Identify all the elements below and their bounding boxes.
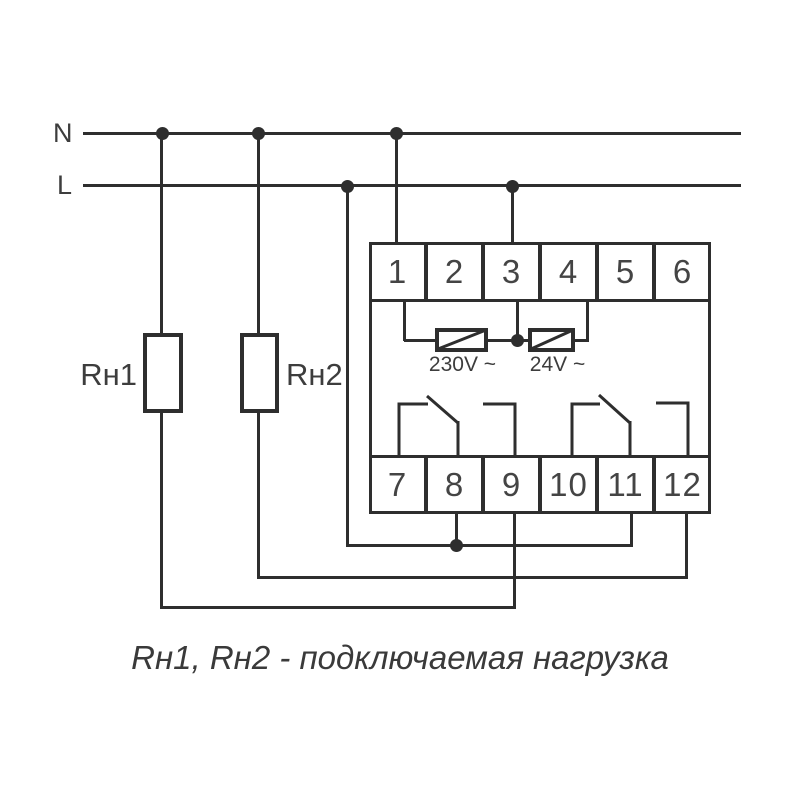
strip-divider bbox=[481, 458, 485, 511]
wire-terminal1-to-coil bbox=[403, 300, 406, 341]
relay2-terminal10-lead bbox=[570, 402, 600, 456]
load-rh2-label: Rн2 bbox=[286, 357, 343, 392]
terminal-cell-6: 6 bbox=[672, 253, 693, 290]
terminal-cell-3: 3 bbox=[501, 253, 522, 290]
wire-n-to-load1 bbox=[160, 132, 163, 335]
neutral-label: N bbox=[53, 118, 73, 148]
terminal-cell-12: 12 bbox=[663, 465, 702, 503]
strip-divider bbox=[652, 458, 656, 511]
terminal-strip-bottom: 7 8 9 10 11 12 bbox=[369, 455, 711, 514]
wire-line-feed-bus bbox=[347, 544, 633, 547]
relay1-terminal9-lead bbox=[483, 402, 517, 456]
terminal-cell-7: 7 bbox=[387, 465, 408, 503]
wire-load2-return-bus bbox=[258, 576, 688, 579]
terminal-cell-5: 5 bbox=[615, 253, 636, 290]
relay1-terminal7-lead bbox=[397, 402, 428, 456]
junction-dot-n-terminal1 bbox=[390, 127, 403, 140]
strip-divider bbox=[538, 458, 542, 511]
wire-load1-down bbox=[160, 411, 163, 609]
relay1-contact-blade bbox=[426, 394, 459, 425]
terminal-cell-4: 4 bbox=[558, 253, 579, 290]
wire-n-to-terminal1 bbox=[395, 132, 398, 244]
terminal-cell-11: 11 bbox=[607, 465, 644, 503]
relay2-contact-blade bbox=[597, 393, 632, 425]
wire-n-to-load2 bbox=[257, 132, 260, 335]
wire-coil-bus bbox=[404, 339, 589, 342]
relay2-terminal12-lead bbox=[656, 401, 690, 456]
terminal-cell-10: 10 bbox=[549, 465, 588, 503]
caption: Rн1, Rн2 - подключаемая нагрузка bbox=[131, 639, 669, 676]
coil-label-24v: 24V ~ bbox=[529, 353, 586, 376]
terminal-cell-8: 8 bbox=[444, 465, 465, 503]
coil-24v-slash bbox=[530, 328, 574, 351]
coil-230v-slash bbox=[437, 328, 487, 351]
junction-dot-coil-mid bbox=[511, 334, 524, 347]
strip-divider bbox=[595, 458, 599, 511]
junction-dot-l-terminal3 bbox=[506, 180, 519, 193]
strip-divider bbox=[481, 245, 485, 299]
line-label: L bbox=[57, 170, 73, 200]
wire-terminal3-to-coil bbox=[516, 300, 519, 341]
terminal-cell-9: 9 bbox=[501, 465, 522, 503]
junction-dot-terminal8-feed bbox=[450, 539, 463, 552]
wire-terminal4-to-coil bbox=[586, 300, 589, 341]
strip-divider bbox=[424, 245, 428, 299]
wire-terminal8-down bbox=[455, 512, 458, 547]
junction-dot-n-load1 bbox=[156, 127, 169, 140]
coil-label-230v: 230V ~ bbox=[428, 353, 497, 376]
wire-load1-return-bus bbox=[162, 606, 516, 609]
strip-divider bbox=[595, 245, 599, 299]
load-rh2-resistor bbox=[240, 333, 279, 413]
terminal-cell-2: 2 bbox=[444, 253, 465, 290]
terminal-cell-1: 1 bbox=[387, 253, 408, 290]
wire-neutral-bus bbox=[83, 132, 741, 135]
wire-terminal12-down bbox=[685, 512, 688, 579]
strip-divider bbox=[424, 458, 428, 511]
load-rh1-label: Rн1 bbox=[80, 357, 137, 392]
load-rh1-resistor bbox=[143, 333, 183, 413]
wire-l-to-terminal3 bbox=[511, 185, 514, 244]
terminal-strip-top: 1 2 3 4 5 6 bbox=[369, 242, 711, 302]
junction-dot-l-feed bbox=[341, 180, 354, 193]
strip-divider bbox=[652, 245, 656, 299]
junction-dot-n-load2 bbox=[252, 127, 265, 140]
wire-terminal11-down bbox=[630, 512, 633, 547]
wire-load2-down bbox=[257, 411, 260, 579]
strip-divider bbox=[538, 245, 542, 299]
wire-terminal9-down bbox=[513, 512, 516, 609]
wire-line-bus bbox=[83, 184, 741, 187]
wire-l-to-contact-bus bbox=[346, 185, 349, 547]
